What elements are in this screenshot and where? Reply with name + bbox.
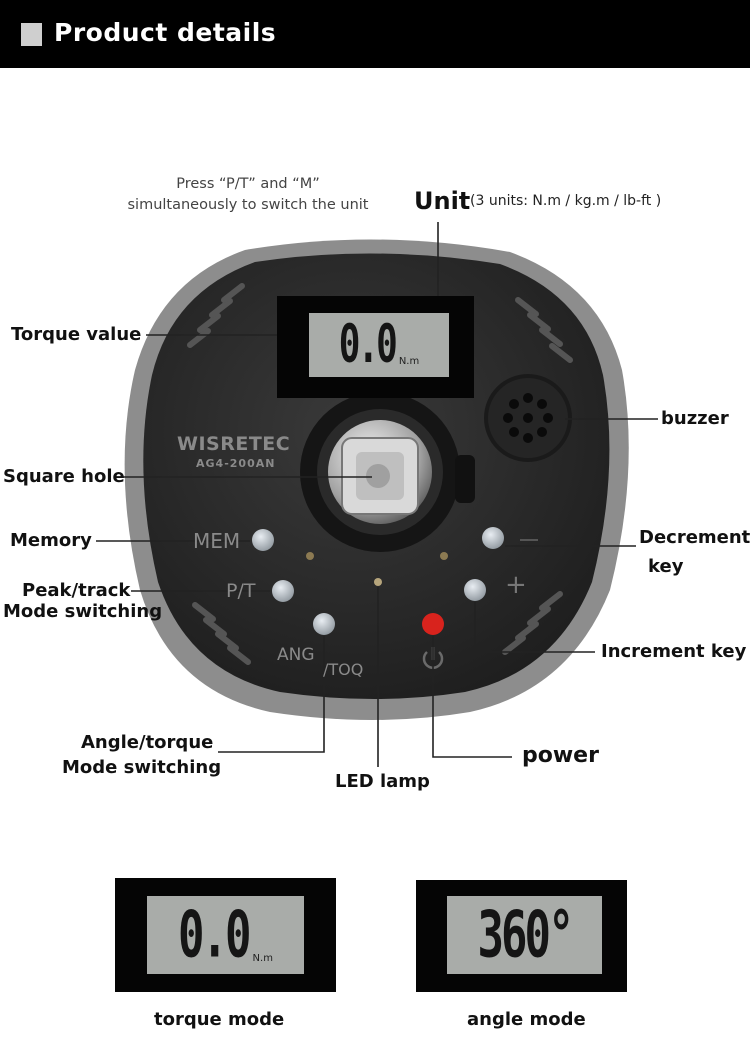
page-title: Product details: [54, 18, 277, 47]
caption-torque-mode: torque mode: [154, 1009, 285, 1030]
power-button-dot: [422, 613, 444, 635]
grip-ridges: [187, 283, 573, 665]
label-decrement-key: key: [648, 556, 684, 577]
angle-mode-value: 360°: [477, 898, 575, 972]
device-display-value: 0.0: [338, 315, 398, 375]
caption-angle-mode: angle mode: [467, 1009, 586, 1030]
led-left: [306, 552, 314, 560]
unit-description: (3 units: N.m / kg.m / lb-ft ): [470, 193, 662, 209]
label-peak-track: Peak/track: [22, 580, 131, 601]
unit-title: Unit: [414, 187, 471, 215]
label-square-hole: Square hole: [3, 466, 125, 487]
label-peak-track-mode: Mode switching: [3, 601, 163, 622]
ang-toq-button-dot: [313, 613, 335, 635]
label-buzzer: buzzer: [661, 408, 729, 429]
plus-mark: +: [505, 570, 527, 600]
buzzer-grille: [484, 374, 572, 462]
model-label: AG4-200AN: [196, 457, 276, 470]
pt-button-label: P/T: [226, 580, 256, 602]
torque-mode-value: 0.0: [178, 898, 252, 972]
unit-switch-note-line1: Press “P/T” and “M”: [176, 176, 320, 192]
label-angle-torque: Angle/torque: [81, 732, 214, 753]
device-display: 0.0 N.m: [309, 313, 449, 377]
led-right: [440, 552, 448, 560]
mem-button-dot: [252, 529, 274, 551]
increment-button-dot: [464, 579, 486, 601]
device-display-unit: N.m: [398, 356, 420, 367]
label-increment-key: Increment key: [601, 641, 747, 662]
toq-button-label: /TOQ: [323, 660, 364, 679]
header-bar: Product details: [0, 0, 750, 68]
label-memory: Memory: [10, 530, 92, 551]
unit-switch-note-line2: simultaneously to switch the unit: [127, 197, 369, 213]
led-center: [374, 578, 382, 586]
decrement-button-dot: [482, 527, 504, 549]
ang-button-label: ANG: [277, 645, 315, 665]
mem-button-label: MEM: [193, 529, 241, 553]
label-power: power: [522, 743, 599, 768]
torque-mode-display: 0.0 N.m: [147, 896, 304, 974]
angle-mode-display: 360°: [447, 896, 602, 974]
torque-mode-unit: N.m: [252, 953, 273, 964]
torque-mode-display-frame: 0.0 N.m: [115, 878, 336, 992]
label-angle-torque-mode: Mode switching: [62, 757, 222, 778]
square-drive-socket: [300, 392, 475, 552]
device-display-frame: 0.0 N.m: [277, 296, 474, 398]
label-led-lamp: LED lamp: [335, 771, 430, 792]
label-torque-value: Torque value: [11, 324, 142, 345]
header-square-icon: [21, 23, 42, 46]
pt-button-dot: [272, 580, 294, 602]
leader-lines: [96, 222, 658, 767]
angle-mode-display-frame: 360°: [416, 880, 627, 992]
label-decrement: Decrement: [639, 527, 750, 548]
brand-logo-text: WISRETEC: [177, 433, 291, 455]
unit-switch-note: Press “P/T” and “M” simultaneously to sw…: [102, 174, 394, 216]
